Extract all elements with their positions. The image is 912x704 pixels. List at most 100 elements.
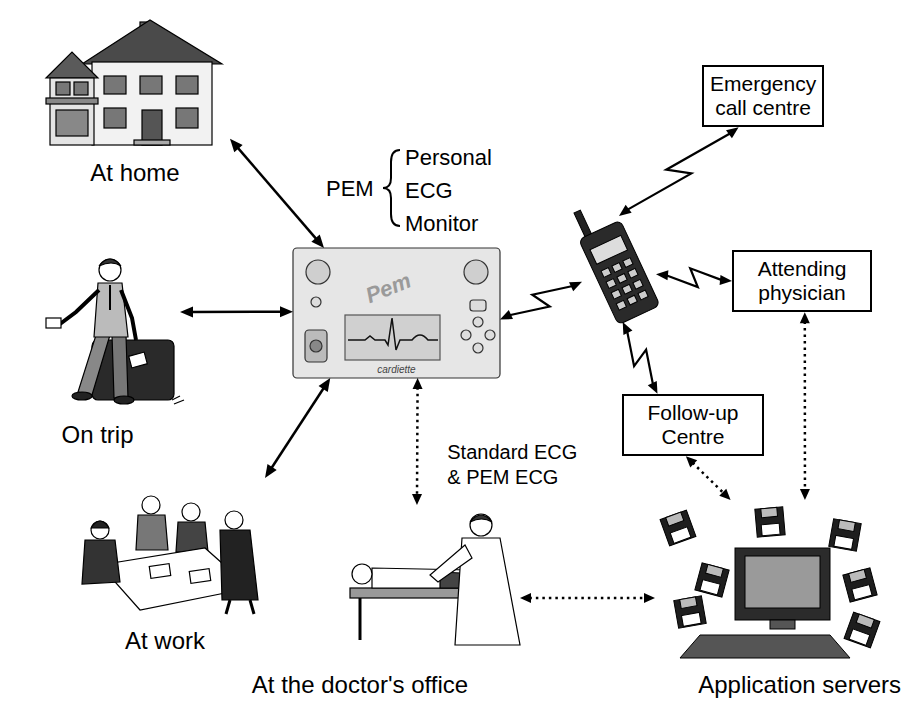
arrowhead <box>413 378 423 389</box>
connector <box>623 322 658 394</box>
house-illustration <box>46 98 98 104</box>
meeting-illustration <box>225 511 243 529</box>
connector <box>800 312 810 500</box>
data-link <box>693 463 724 494</box>
arrowhead <box>648 381 658 394</box>
brand-text: cardiette <box>377 364 415 375</box>
computer-server-illustration <box>695 563 729 597</box>
house-illustration <box>82 20 222 64</box>
computer-server-illustration <box>761 523 780 536</box>
phone-node <box>582 216 656 322</box>
arrowhead <box>656 270 668 280</box>
doctor-patient-illustration <box>470 515 492 522</box>
arrowhead <box>520 593 531 603</box>
ecg-monitor-device <box>470 300 486 311</box>
service-box: Attending physician <box>732 250 872 312</box>
service-box: Follow-up Centre <box>622 394 764 456</box>
ecg-monitor-device <box>306 260 330 284</box>
doctor-patient-illustration <box>359 598 362 640</box>
computer-server-illustration <box>735 548 830 620</box>
mobile-phone <box>601 268 611 278</box>
arrowhead <box>619 205 632 216</box>
traveller-illustration <box>129 352 148 368</box>
computer-server-illustration <box>829 519 861 551</box>
ecg-monitor-device <box>348 318 438 350</box>
house-illustration <box>56 110 88 136</box>
mobile-phone <box>633 279 643 289</box>
computer-server-illustration <box>681 612 701 626</box>
connector-line <box>237 147 317 240</box>
computer-server-illustration <box>695 563 729 597</box>
connector <box>412 378 423 505</box>
arrowhead <box>230 139 243 152</box>
mobile-phone <box>612 263 622 273</box>
traveller-illustration <box>46 259 184 404</box>
ecg-monitor-device <box>345 315 440 360</box>
computer-server-illustration <box>680 635 850 658</box>
location-node: At work <box>65 478 265 656</box>
meeting-illustration <box>82 540 120 584</box>
arrowhead <box>644 593 655 603</box>
house-illustration <box>50 78 94 145</box>
traveller-illustration <box>112 335 128 398</box>
connector <box>619 127 739 216</box>
traveller-illustration <box>72 392 92 400</box>
meeting-illustration <box>176 522 208 552</box>
house-illustration <box>104 108 126 128</box>
bracket-label: PEM <box>326 176 374 201</box>
house-illustration <box>92 62 212 145</box>
computer-server-illustration <box>755 507 785 537</box>
computer-server-illustration <box>674 596 706 628</box>
ecg-monitor-device <box>311 297 321 307</box>
mobile-phone <box>579 220 660 325</box>
ecg-monitor-device <box>461 330 471 340</box>
computer-server-illustration <box>838 520 855 532</box>
mobile-phone <box>606 279 616 289</box>
computer-server-illustration <box>849 629 870 645</box>
arrowhead <box>319 378 331 392</box>
house-illustration <box>176 76 198 94</box>
arrowhead <box>265 464 277 478</box>
meeting-illustration <box>250 600 254 614</box>
data-link <box>529 597 645 600</box>
wireless-link <box>627 331 653 384</box>
arrowhead <box>719 489 730 500</box>
arrowhead <box>280 306 293 317</box>
mobile-phone <box>590 235 628 264</box>
bracket-label: Personal ECG Monitor <box>405 141 515 240</box>
mobile-phone <box>568 197 660 325</box>
location-caption: Application servers <box>698 671 901 700</box>
meeting-illustration <box>91 521 109 528</box>
computer-server-illustration <box>834 535 854 549</box>
doctor-patient-illustration <box>470 514 492 536</box>
computer-server-illustration <box>660 507 880 658</box>
location-caption: At home <box>90 159 179 188</box>
mobile-phone <box>611 289 621 299</box>
service-box: Emergency call centre <box>702 65 824 127</box>
ecg-monitor-device <box>305 330 327 362</box>
ecg-monitor-device <box>310 340 322 352</box>
connector <box>686 456 731 500</box>
wireless-link <box>666 268 722 287</box>
meeting-illustration <box>189 569 210 584</box>
location-caption: At work <box>125 627 205 656</box>
computer-server-illustration <box>844 612 880 648</box>
watermark: Pem <box>362 268 415 310</box>
mobile-phone <box>622 284 632 294</box>
connector-line <box>191 310 282 313</box>
location-node: At home <box>40 12 230 188</box>
location-node: On trip <box>15 250 180 450</box>
traveller-illustration <box>114 396 134 404</box>
meeting-illustration <box>149 564 170 579</box>
computer-server-illustration <box>843 568 877 602</box>
location-node: At the doctor's office <box>200 505 520 700</box>
traveller-illustration <box>99 259 121 266</box>
ecg-monitor: cardiette <box>293 248 500 378</box>
computer-server-illustration <box>829 519 861 551</box>
location-caption: At the doctor's office <box>252 671 468 700</box>
ecg-monitor-device <box>473 343 483 353</box>
ecg-monitor-device <box>473 317 483 327</box>
connector <box>656 268 732 287</box>
house-illustration <box>46 52 98 78</box>
